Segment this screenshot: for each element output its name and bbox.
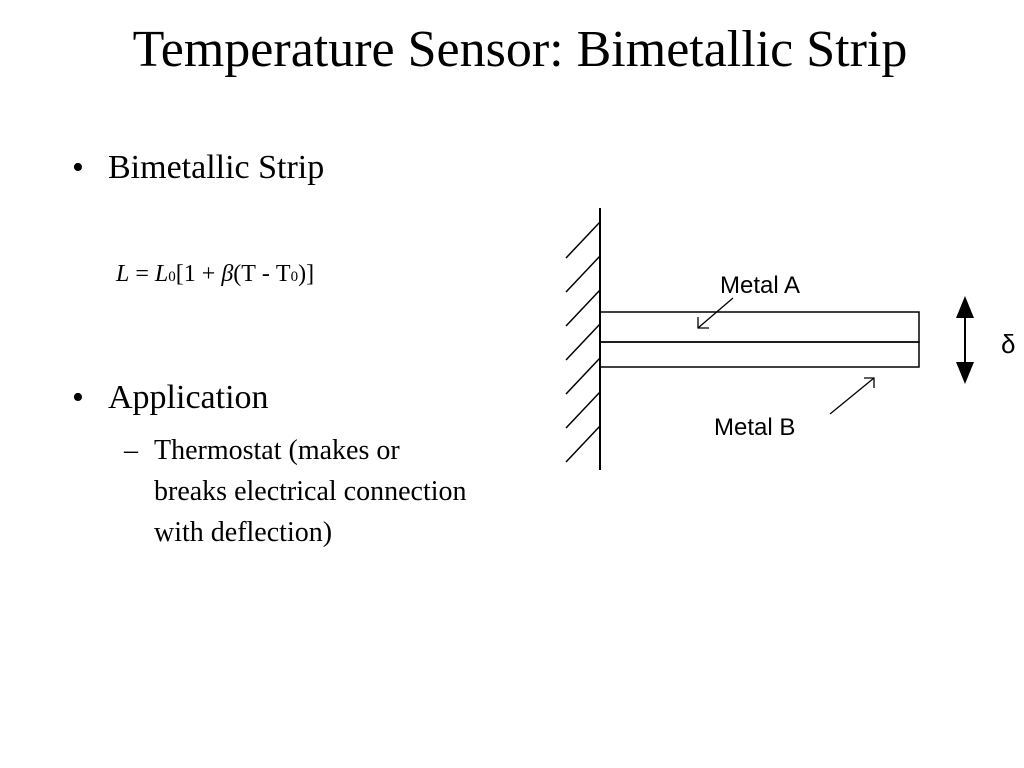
- metal-a-layer: [599, 311, 920, 343]
- deflection-delta-label: δ: [1001, 329, 1015, 359]
- metal-a-pointer-arrow: [697, 297, 734, 329]
- sub-bullet-text: Thermostat (makes or breaks electrical c…: [154, 435, 467, 548]
- bullet-text: Application: [108, 379, 269, 416]
- formula-t-var: T: [275, 261, 291, 287]
- formula-minus: -: [261, 261, 270, 287]
- formula-lhs: L: [116, 261, 130, 287]
- formula-t-sub: 0: [290, 269, 299, 285]
- bullet-item-application: • Application: [72, 378, 269, 418]
- deflection-arrow: [956, 296, 974, 384]
- formula-open-bracket: [1: [175, 261, 196, 287]
- formula-equals: =: [135, 261, 149, 287]
- length-formula: L=L0[1+β(T-T0)]: [116, 258, 314, 293]
- formula-plus: +: [201, 261, 216, 287]
- formula-paren-open: (T: [233, 261, 256, 287]
- formula-close: )]: [298, 261, 315, 287]
- metal-b-layer: [599, 341, 920, 368]
- formula-rhs-sub: 0: [168, 269, 176, 285]
- sub-bullet-marker: –: [124, 435, 138, 466]
- formula-beta: β: [221, 261, 234, 287]
- bullet-marker: •: [72, 379, 84, 416]
- bullet-text: Bimetallic Strip: [108, 149, 325, 186]
- bullet-marker: •: [72, 149, 84, 186]
- bullet-item-bimetallic-strip: • Bimetallic Strip: [72, 148, 324, 188]
- metal-b-label: Metal B: [714, 414, 795, 441]
- metal-b-pointer-arrow: [829, 377, 875, 415]
- wall-hatching: [565, 221, 601, 463]
- formula-rhs-var: L: [154, 261, 169, 287]
- metal-a-label: Metal A: [720, 272, 800, 299]
- slide-title: Temperature Sensor: Bimetallic Strip: [132, 21, 908, 78]
